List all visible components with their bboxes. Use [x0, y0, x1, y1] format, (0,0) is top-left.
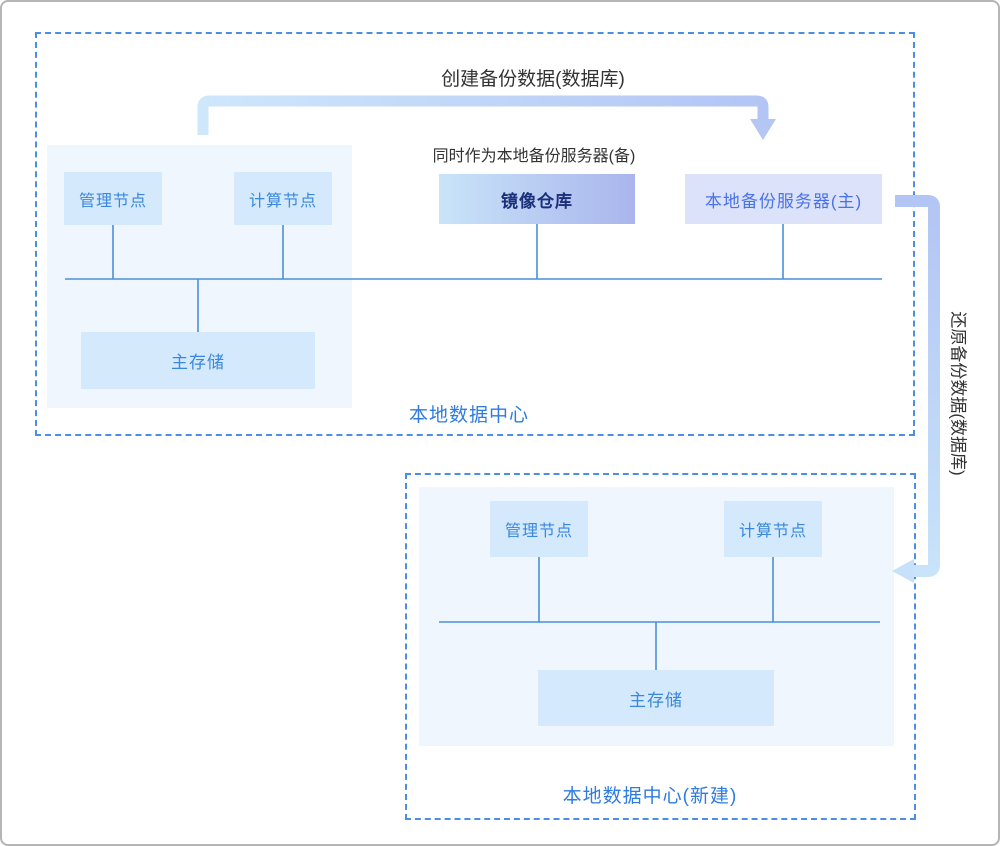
new-datacenter-caption: 本地数据中心(新建) — [562, 786, 738, 807]
node-management-new-label: 管理节点 — [504, 523, 573, 540]
standby-note-annotation: 同时作为本地备份服务器(备) — [432, 148, 636, 165]
node-compute-new: 计算节点 — [724, 501, 822, 557]
node-primary-storage-new-label: 主存储 — [629, 690, 683, 710]
node-compute-primary: 计算节点 — [234, 172, 332, 225]
node-management-primary: 管理节点 — [64, 172, 162, 225]
node-primary-storage-label: 主存储 — [171, 353, 225, 372]
new-datacenter-boundary — [405, 473, 916, 820]
node-primary-storage-new: 主存储 — [538, 670, 774, 726]
node-mirror-repo: 镜像仓库 — [439, 174, 635, 224]
node-compute-primary-label: 计算节点 — [248, 192, 317, 210]
node-mirror-repo-label: 镜像仓库 — [501, 191, 573, 211]
create-backup-annotation: 创建备份数据(数据库) — [441, 69, 625, 90]
primary-datacenter-caption: 本地数据中心 — [408, 405, 529, 426]
node-management-new: 管理节点 — [490, 501, 588, 557]
node-backup-server-label: 本地备份服务器(主) — [704, 191, 863, 211]
node-management-primary-label: 管理节点 — [78, 192, 147, 210]
restore-backup-annotation: 还原备份数据(数据库) — [948, 311, 968, 476]
node-backup-server: 本地备份服务器(主) — [685, 174, 882, 224]
node-compute-new-label: 计算节点 — [738, 523, 807, 540]
node-primary-storage: 主存储 — [81, 332, 315, 389]
